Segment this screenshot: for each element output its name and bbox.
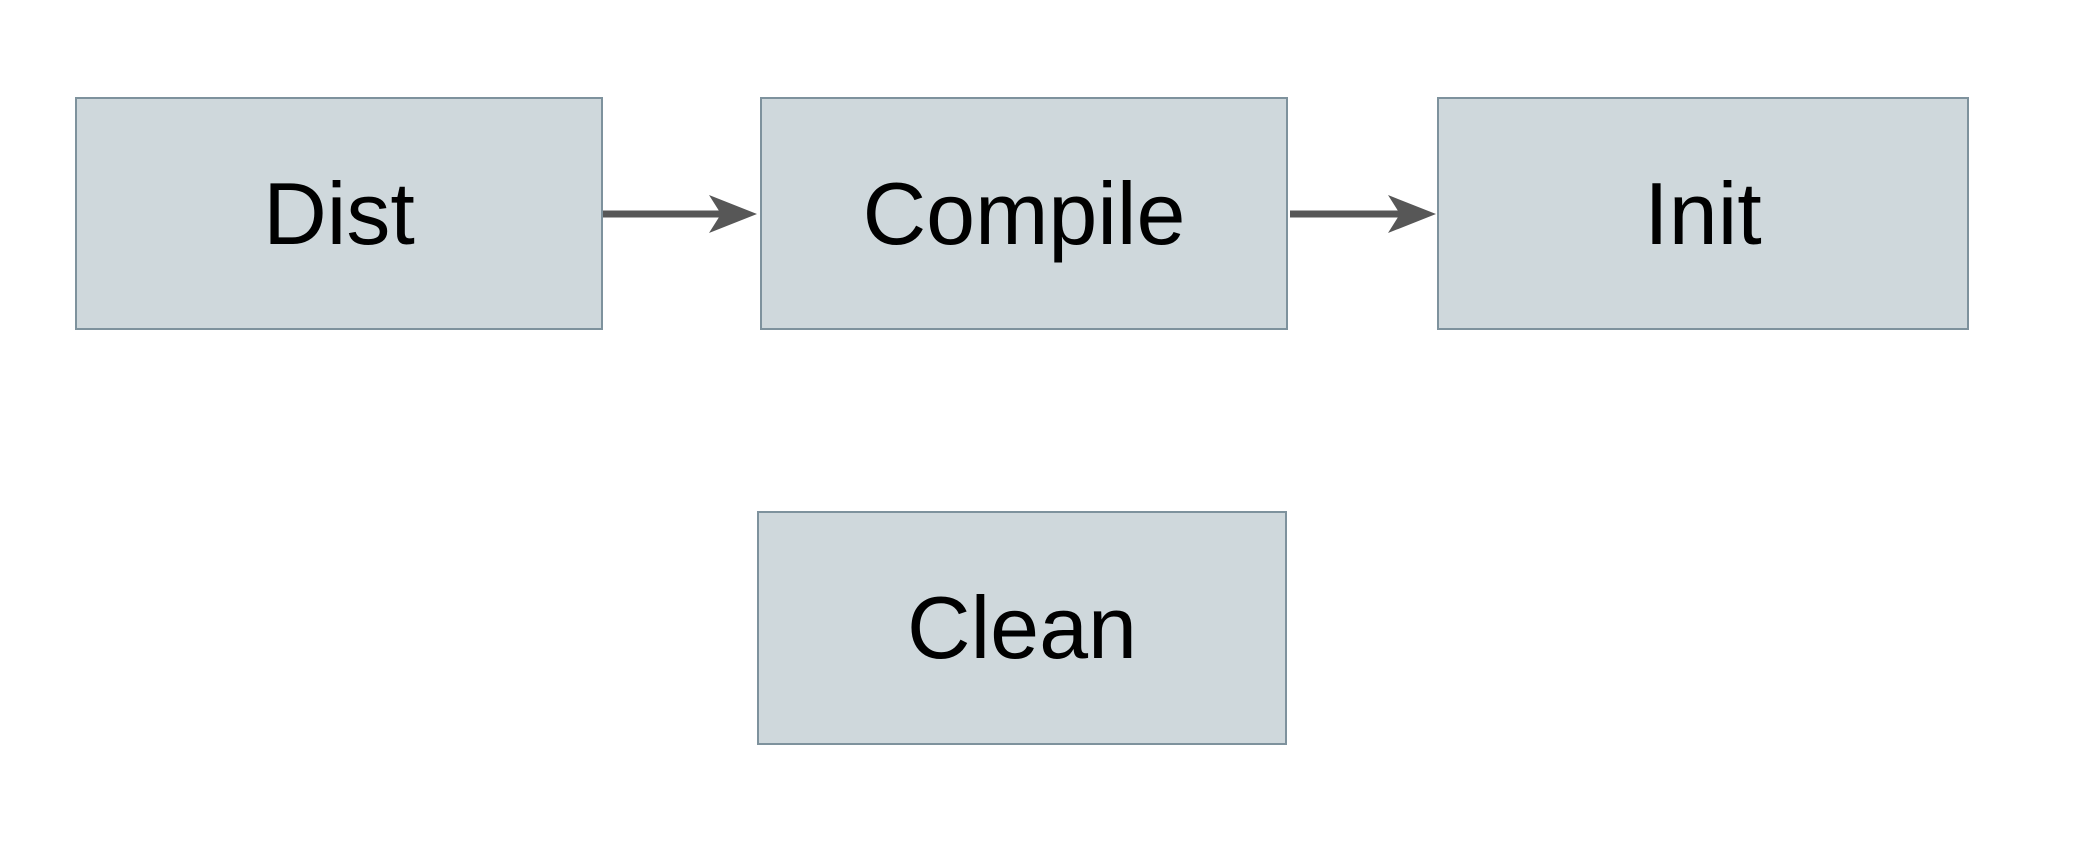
- arrow-compile-to-init: [1290, 195, 1436, 233]
- node-clean[interactable]: Clean: [757, 511, 1287, 745]
- arrow-dist-to-compile: [603, 195, 757, 233]
- node-init-label: Init: [1644, 163, 1762, 263]
- node-dist[interactable]: Dist: [75, 97, 603, 330]
- node-compile[interactable]: Compile: [760, 97, 1288, 330]
- node-clean-label: Clean: [907, 578, 1137, 677]
- node-dist-label: Dist: [263, 163, 415, 263]
- node-compile-label: Compile: [862, 163, 1186, 263]
- node-init[interactable]: Init: [1437, 97, 1969, 330]
